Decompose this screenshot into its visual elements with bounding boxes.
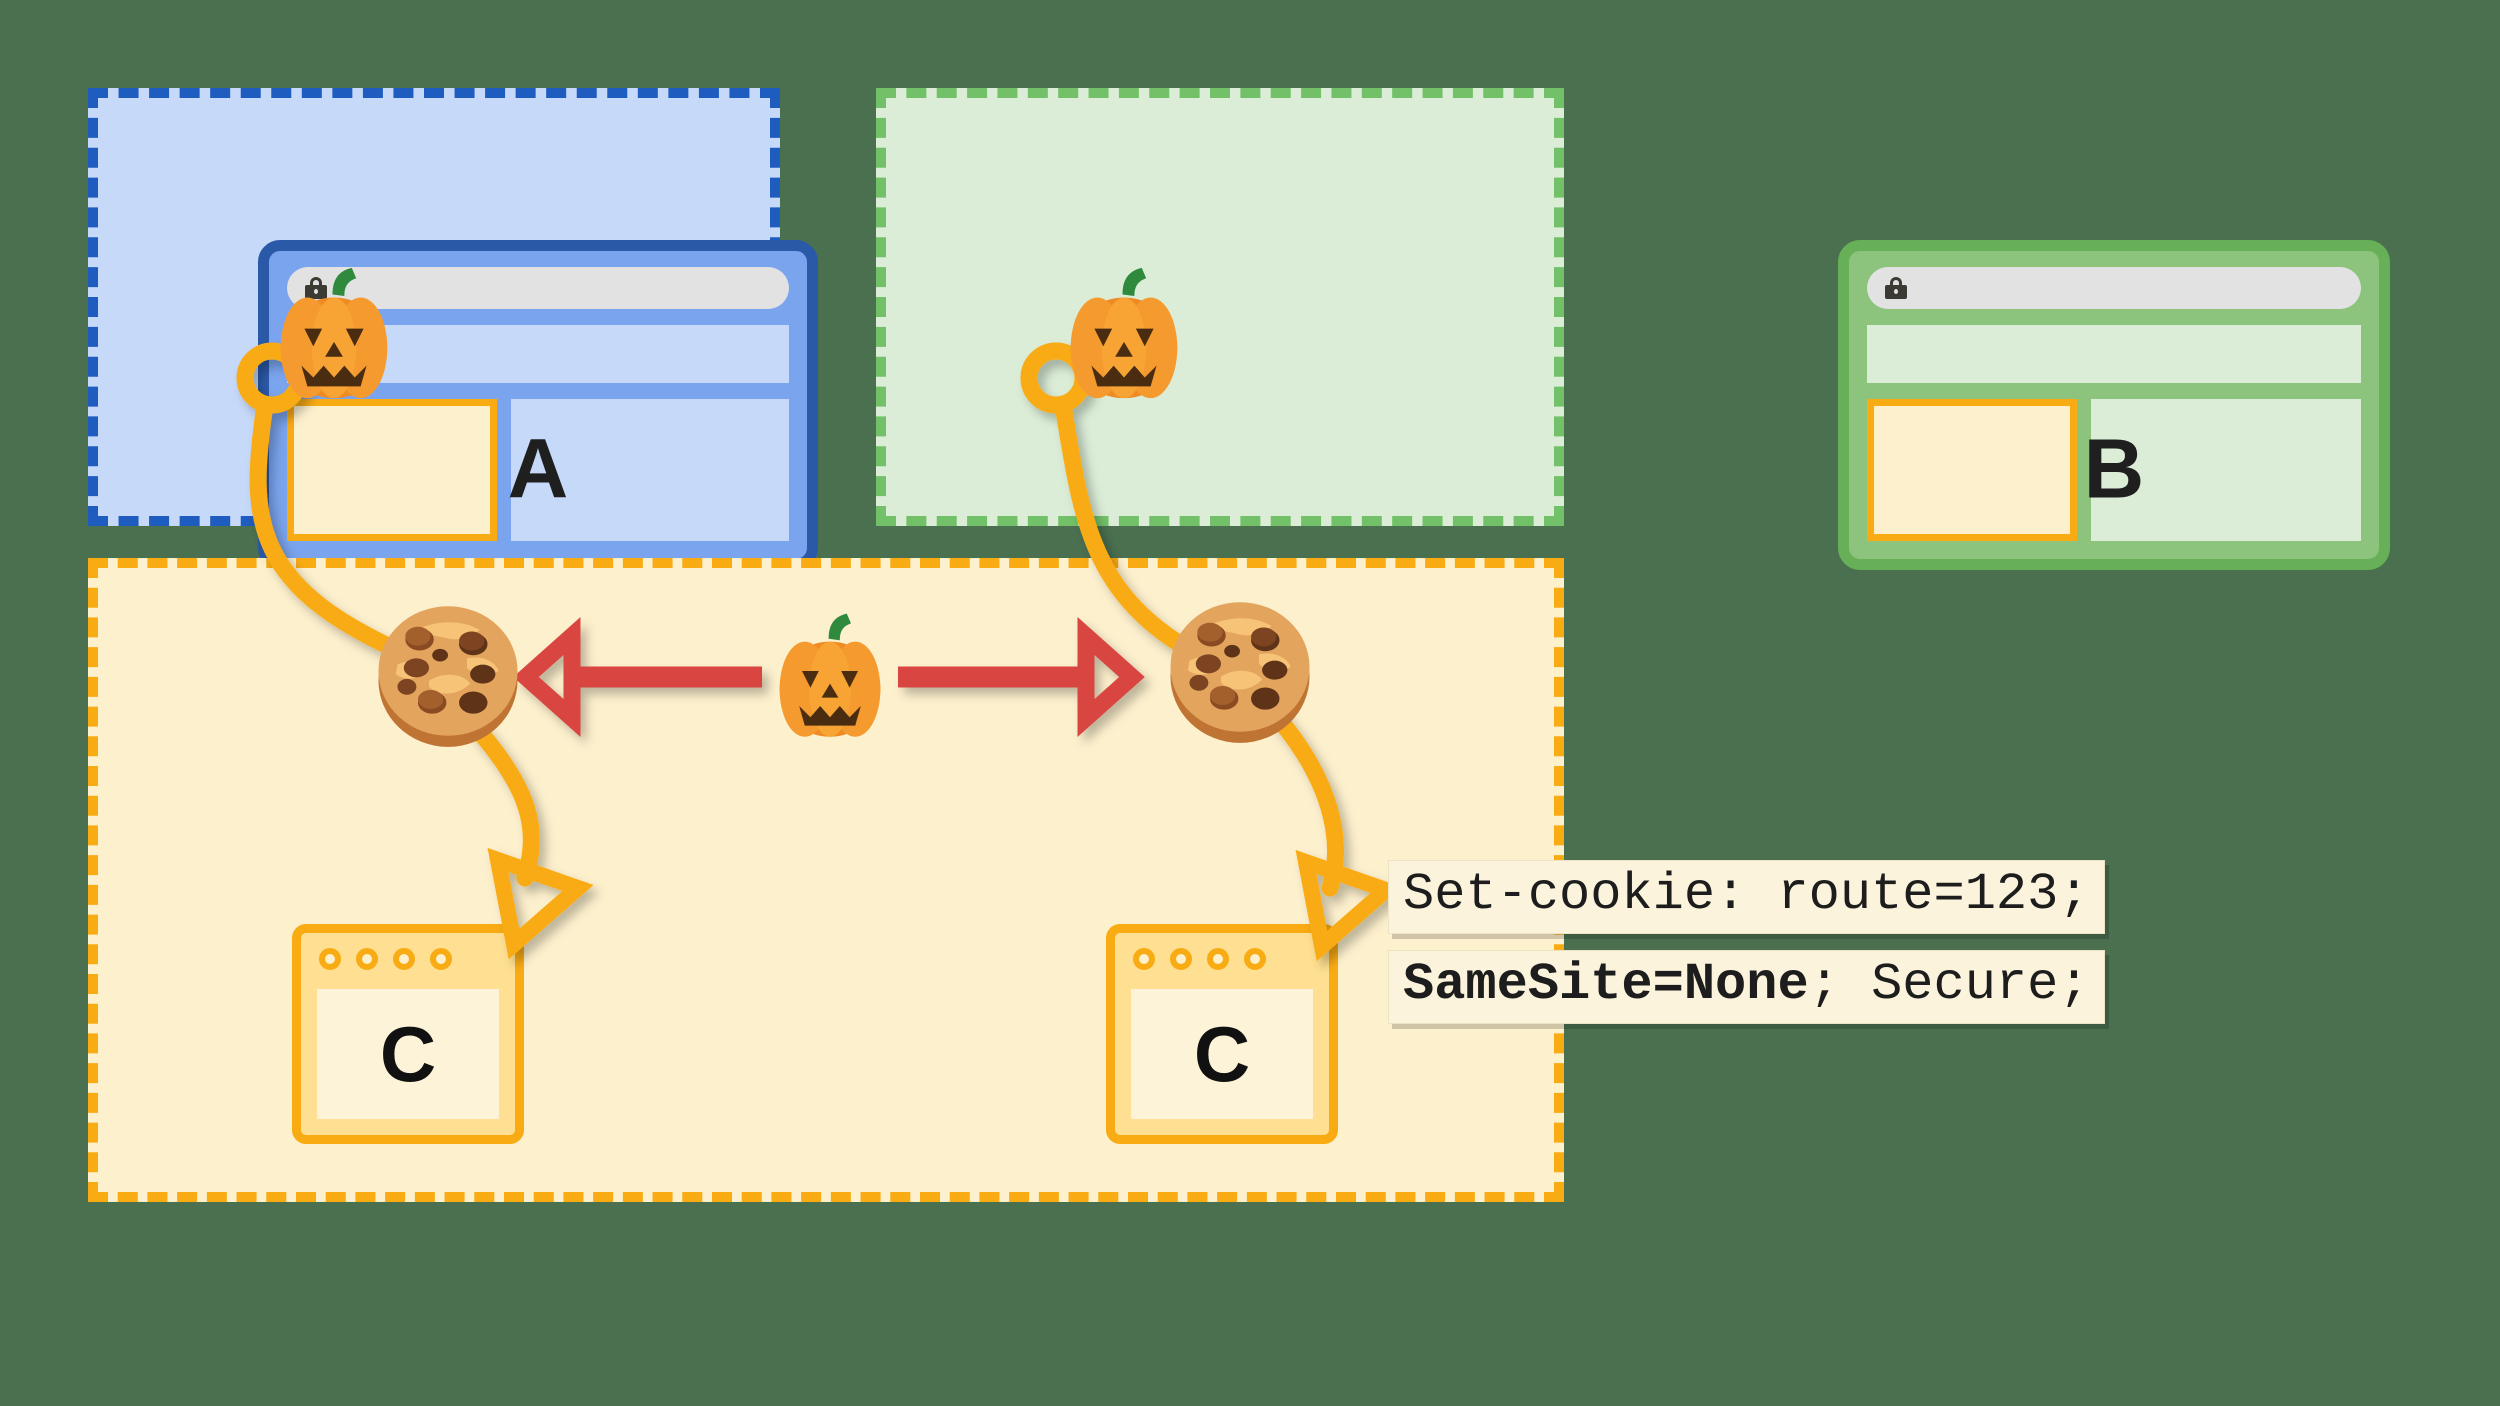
padlock-icon: [305, 277, 327, 299]
site-letter-a: A: [507, 421, 569, 516]
padlock-icon: [1885, 277, 1907, 299]
code-label-line1: Set-cookie: route=123;: [1403, 865, 2090, 924]
url-bar-b[interactable]: [1867, 267, 2361, 309]
window-titlebar: [1115, 933, 1329, 985]
server-letter-c: C: [379, 1010, 437, 1098]
code-label-line2-rest: ; Secure;: [1808, 955, 2090, 1014]
server-window-c-right: C: [1106, 924, 1338, 1144]
browser-window-b: B: [1838, 240, 2390, 570]
pumpkin-icon: [760, 598, 900, 758]
window-dot-icon: [1170, 948, 1192, 970]
server-letter-c: C: [1193, 1010, 1251, 1098]
cookie-icon: [1160, 588, 1320, 746]
window-screen: C: [1131, 989, 1313, 1119]
window-titlebar: [301, 933, 515, 985]
window-dot-icon: [319, 948, 341, 970]
window-dot-icon: [1244, 948, 1266, 970]
page-band-b: [1867, 325, 2361, 383]
embedded-frame-b: [1867, 399, 2077, 541]
window-dot-icon: [393, 948, 415, 970]
window-dot-icon: [1133, 948, 1155, 970]
page-content-a: A: [287, 399, 789, 541]
pumpkin-icon: [258, 262, 410, 410]
site-a-container: A: [88, 88, 818, 570]
code-label-set-cookie: Set-cookie: route=123;: [1388, 860, 2105, 935]
site-letter-b: B: [2083, 421, 2145, 516]
page-content-b: B: [1867, 399, 2361, 541]
pumpkin-icon: [1048, 262, 1200, 410]
page-text-cell-a: A: [508, 399, 789, 541]
server-window-c-left: C: [292, 924, 524, 1144]
cookie-icon: [368, 592, 528, 750]
window-dot-icon: [430, 948, 452, 970]
window-screen: C: [317, 989, 499, 1119]
window-dot-icon: [356, 948, 378, 970]
window-dot-icon: [1207, 948, 1229, 970]
page-text-cell-b: B: [2084, 399, 2361, 541]
code-label-samesite: SameSite=None; Secure;: [1388, 950, 2105, 1025]
site-b-container: B: [876, 88, 2390, 570]
code-label-bold-token: SameSite=None: [1403, 955, 1809, 1014]
